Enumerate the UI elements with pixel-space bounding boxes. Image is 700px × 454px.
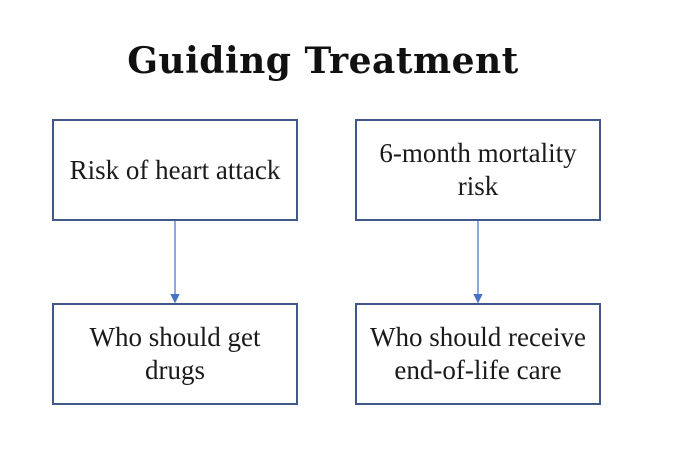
box-risk-of-heart-attack: Risk of heart attack xyxy=(52,119,298,221)
box-label: 6-month mortality risk xyxy=(379,138,577,201)
box-label: Who should get drugs xyxy=(89,322,261,385)
diagram-title: Guiding Treatment xyxy=(127,40,519,82)
box-who-should-get-drugs: Who should get drugs xyxy=(52,303,298,405)
box-6-month-mortality-risk: 6-month mortality risk xyxy=(355,119,601,221)
box-label: Risk of heart attack xyxy=(69,154,281,185)
box-who-should-receive-end-of-life-care: Who should receive end-of-life care xyxy=(355,303,601,405)
box-label: Who should receive end-of-life care xyxy=(370,322,586,385)
